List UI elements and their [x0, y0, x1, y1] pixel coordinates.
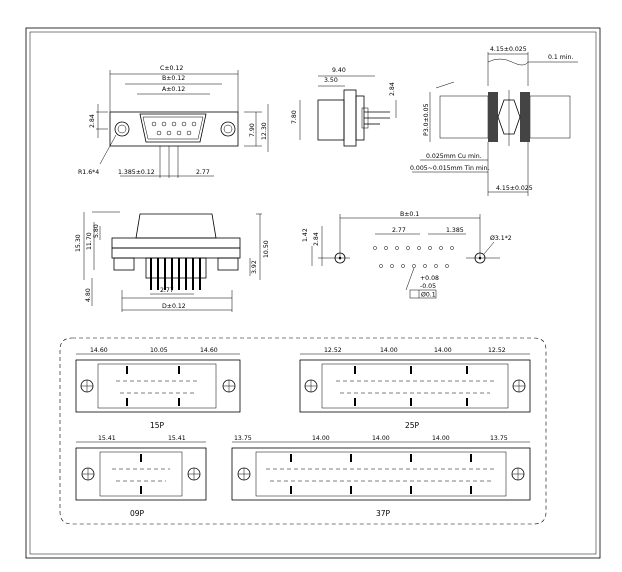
dim-a: A±0.12 — [162, 86, 185, 93]
dim-284-side: 2.84 — [389, 82, 396, 96]
section-wall-right — [520, 92, 530, 142]
variant-15p-dim-2: 10.05 — [150, 347, 168, 354]
tol-plus: +0.08 — [420, 275, 439, 282]
bottom-shell — [135, 213, 217, 239]
variant-37p-dim-2: 14.00 — [312, 435, 330, 442]
dim-pitch1: 1.385±0.12 — [118, 169, 155, 176]
variant-09p: 15.41 15.41 09P — [75, 435, 207, 518]
variant-09p-dim-2: 15.41 — [168, 435, 186, 442]
section-wall-left — [488, 92, 498, 142]
dim-radius: R1.6*4 — [78, 169, 99, 176]
variant-37p-dim-5: 13.75 — [490, 435, 508, 442]
dim-section-left: P3.0±0.05 — [423, 103, 430, 136]
dim-pcb-hole: Ø3.1*2 — [490, 234, 512, 242]
front-view: C±0.12 B±0.12 A±0.12 2.84 7.90 12.30 R1.… — [78, 65, 269, 178]
dim-section-min: 0.1 min. — [548, 54, 573, 61]
dim-284-front: 2.84 — [89, 114, 96, 128]
dim-940: 9.40 — [332, 67, 346, 74]
variants-panel: 14.60 10.05 14.60 15P 12.52 14.00 14.00 … — [59, 337, 547, 525]
pcb-mount-hole-left — [334, 252, 346, 264]
dim-1170: 11.70 — [86, 232, 93, 250]
dim-284-pcb: 2.84 — [313, 232, 320, 246]
variant-15p-dim-1: 14.60 — [90, 347, 108, 354]
dim-480: 4.80 — [85, 288, 92, 302]
dim-section-bottom: 4.15±0.025 — [496, 185, 533, 192]
front-shell — [139, 113, 207, 143]
dim-1050: 10.50 — [263, 240, 270, 258]
tol-minus: -0.05 — [420, 283, 436, 290]
variant-09p-label: 09P — [130, 509, 145, 518]
variant-09p-dim-1: 15.41 — [98, 435, 116, 442]
front-mount-hole-left — [114, 121, 130, 137]
front-mount-hole-right — [220, 121, 236, 137]
dim-section-top: 4.15±0.025 — [490, 46, 527, 53]
variant-25p-dim-4: 12.52 — [488, 347, 506, 354]
variant-37p-outline — [231, 447, 531, 501]
section-view: 4.15±0.025 0.1 min. P3.0±0.05 0.025mm Cu… — [410, 46, 578, 196]
dim-277-pcb: 2.77 — [392, 227, 406, 234]
dim-392: 3.92 — [251, 260, 258, 274]
front-flange — [109, 111, 239, 147]
variant-15p-outline — [75, 359, 241, 413]
note-cu: 0.025mm Cu min. — [426, 153, 482, 160]
variant-25p-outline — [299, 359, 531, 413]
variant-37p-dim-4: 14.00 — [432, 435, 450, 442]
dim-1530: 15.30 — [75, 234, 82, 252]
variant-09p-outline — [75, 447, 207, 501]
dim-780-side: 7.80 — [291, 110, 298, 124]
variant-37p-label: 37P — [376, 509, 391, 518]
side-view: 9.40 3.50 7.80 2.84 — [291, 67, 397, 147]
side-body — [317, 99, 345, 141]
variant-25p-label: 25P — [405, 421, 420, 430]
bottom-view: 15.30 11.70 5.80 10.50 3.92 4.80 2.77 D±… — [75, 211, 270, 312]
variant-25p: 12.52 14.00 14.00 12.52 25P — [299, 347, 531, 430]
note-tin: 0.005~0.015mm Tin min. — [410, 165, 489, 172]
inner-frame — [29, 31, 597, 555]
dim-1230-front: 12.30 — [261, 122, 268, 140]
dim-1385-pcb: 1.385 — [446, 227, 464, 234]
variant-25p-dim-1: 12.52 — [324, 347, 342, 354]
variant-15p-label: 15P — [150, 421, 165, 430]
dim-780-front: 7.90 — [249, 123, 256, 137]
dim-350: 3.50 — [324, 77, 338, 84]
variant-15p: 14.60 10.05 14.60 15P — [75, 347, 241, 430]
dim-pcb-b: B±0.1 — [400, 211, 419, 218]
pcb-layout: B±0.1 2.77 1.385 1.42 2.84 Ø3.1*2 +0.08 … — [302, 211, 512, 299]
variant-15p-dim-3: 14.60 — [200, 347, 218, 354]
dim-d: D±0.12 — [162, 303, 186, 310]
dim-pitch2: 2.77 — [196, 169, 210, 176]
gdt-value: Ø0.1 — [421, 291, 436, 299]
variant-37p-dim-1: 13.75 — [234, 435, 252, 442]
variant-25p-dim-2: 14.00 — [380, 347, 398, 354]
gdt-frame — [409, 289, 437, 299]
dim-c: C±0.12 — [160, 65, 183, 72]
bottom-flange — [111, 237, 241, 249]
dim-142: 1.42 — [302, 228, 309, 242]
pcb-mount-hole-right — [474, 252, 486, 264]
variants-dashed-border — [59, 337, 547, 525]
dim-580: 5.80 — [93, 224, 100, 238]
dim-b: B±0.12 — [162, 75, 185, 82]
outer-frame — [25, 27, 601, 559]
dim-277-bottom: 2.77 — [160, 287, 174, 294]
variant-37p-dim-3: 14.00 — [372, 435, 390, 442]
variant-25p-dim-3: 14.00 — [434, 347, 452, 354]
variant-37p: 13.75 14.00 14.00 14.00 13.75 37P — [231, 435, 531, 518]
